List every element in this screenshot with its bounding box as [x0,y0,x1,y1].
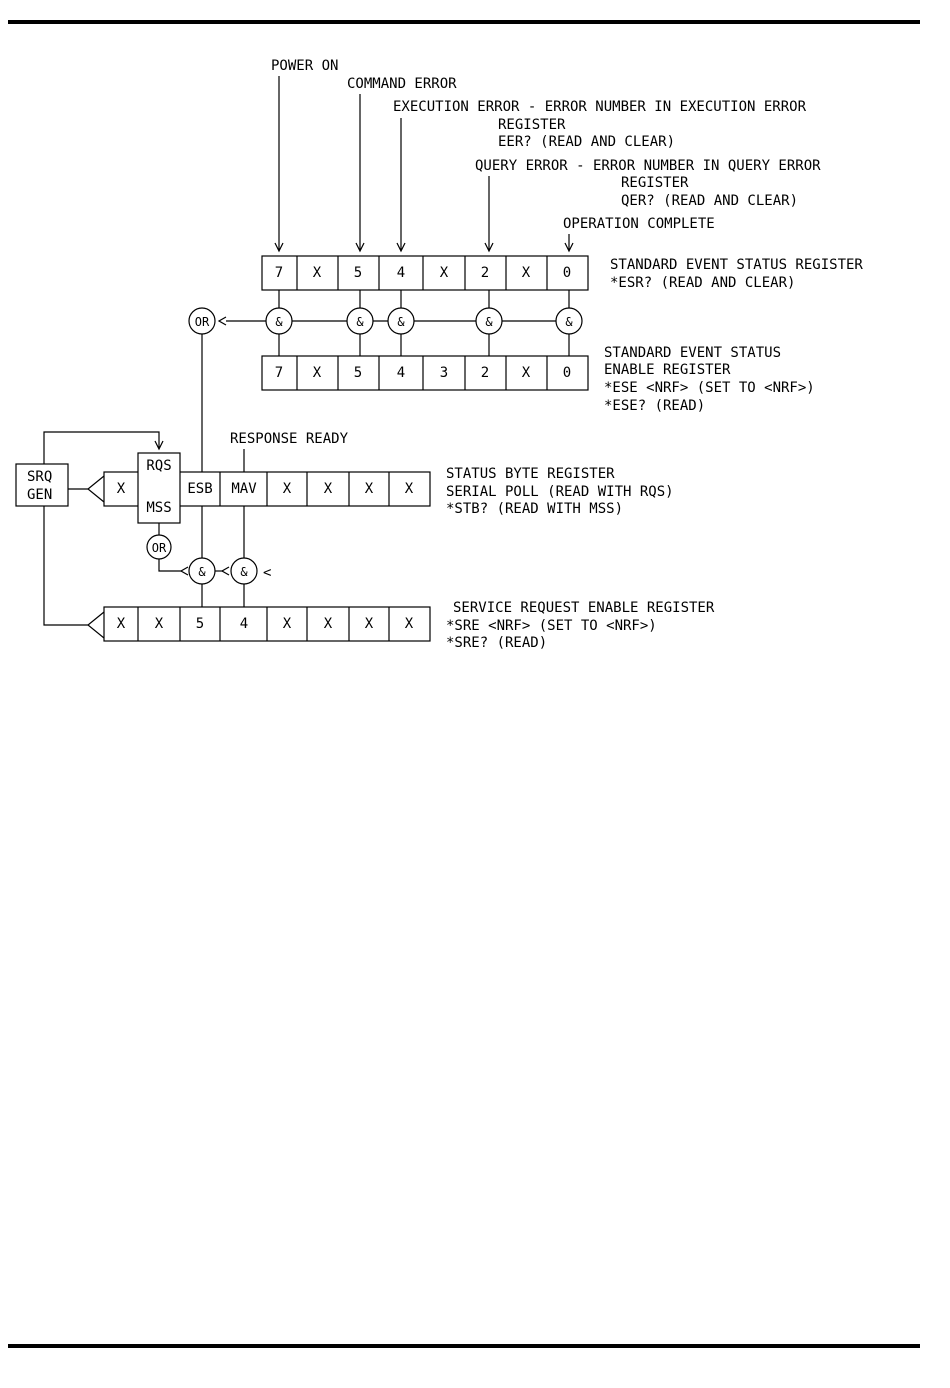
ese-bit-6: X [313,365,322,381]
sre-label-line-3: *SRE? (READ) [446,635,547,651]
sre-bit-1: X [365,616,374,632]
ese-label-line-2: ENABLE REGISTER [604,362,731,378]
esr-bit-7: 7 [275,265,283,281]
query-error-annotation: QUERY ERROR - ERROR NUMBER IN QUERY ERRO… [475,158,821,253]
execution-error-annotation: EXECUTION ERROR - ERROR NUMBER IN EXECUT… [393,99,807,253]
ese-bit-0: 0 [563,365,571,381]
ese-label-line-1: STANDARD EVENT STATUS [604,345,781,361]
esr-label-line-1: STANDARD EVENT STATUS REGISTER [610,257,863,273]
stb-bit-7: X [117,481,126,497]
chevron-left-icon [87,611,105,639]
esr-bit-1: X [522,265,531,281]
operation-complete-annotation: OPERATION COMPLETE [563,216,715,253]
and-gate-mav: & [240,565,248,579]
stb-mss: MSS [146,500,171,516]
stb-label-line-3: *STB? (READ WITH MSS) [446,501,623,517]
sre-bit-3: X [283,616,292,632]
ese-bit-1: X [522,365,531,381]
and-gate-bit-4: & [397,315,405,329]
response-ready-label: RESPONSE READY [230,431,349,447]
arrow-down-icon [564,242,574,253]
or-gate-label: OR [195,315,210,329]
ese-bit-3: 3 [440,365,448,381]
arrow-down-icon [154,440,164,451]
esb-or-gate: OR [188,307,216,472]
arrow-down-icon [274,242,284,253]
query-error-line-3: QER? (READ AND CLEAR) [621,193,798,209]
esr-bit-2: 2 [481,265,489,281]
stb-mav: MAV [231,481,257,497]
and-gate-esb: & [198,565,206,579]
query-error-line-2: REGISTER [621,175,689,191]
arrow-left-icon [217,316,227,326]
execution-error-line-2: REGISTER [498,117,566,133]
arrow-down-icon [396,242,406,253]
and-gate-bit-2: & [485,315,493,329]
esr-bit-0: 0 [563,265,571,281]
arrow-left-icon [179,566,189,576]
esr-ese-and-gates: & & & & & [217,290,583,356]
stb-sre-gates: OR & & < [146,506,271,607]
stb-bit-3: X [283,481,292,497]
sre-label-line-1: SERVICE REQUEST ENABLE REGISTER [453,600,715,616]
service-request-enable-register: X X 5 4 X X X X [103,606,431,642]
sre-to-srq-line [43,506,105,639]
arrow-down-icon [355,242,365,253]
and-gate-bit-0: & [565,315,573,329]
and-gate-bit-7: & [275,315,283,329]
standard-event-status-register: 7 X 5 4 X 2 X 0 [261,255,589,291]
ese-bit-5: 5 [354,365,362,381]
query-error-line-1: QUERY ERROR - ERROR NUMBER IN QUERY ERRO… [475,158,821,174]
and-gate-bit-5: & [356,315,364,329]
esr-bit-5: 5 [354,265,362,281]
sre-bit-2: X [324,616,333,632]
operation-complete-label: OPERATION COMPLETE [563,216,715,232]
stb-bit-2: X [324,481,333,497]
stb-bit-1: X [365,481,374,497]
chevron-extra: < [263,565,271,581]
sre-bit-0: X [405,616,414,632]
srq-gen-line-2: GEN [27,487,52,503]
command-error-annotation: COMMAND ERROR [347,76,457,253]
power-on-annotation: POWER ON [271,58,338,253]
stb-bit-0: X [405,481,414,497]
stb-label-line-1: STATUS BYTE REGISTER [446,466,615,482]
ese-label-line-3: *ESE <NRF> (SET TO <NRF>) [604,380,815,396]
stb-rqs: RQS [146,458,171,474]
stb-label-line-2: SERIAL POLL (READ WITH RQS) [446,484,674,500]
arrow-left-icon [220,566,230,576]
esr-bit-4: 4 [397,265,405,281]
sre-bit-6: X [155,616,164,632]
standard-event-status-enable-register: 7 X 5 4 3 2 X 0 [261,355,589,391]
ese-bit-7: 7 [275,365,283,381]
esr-bit-3: X [440,265,449,281]
sre-label-line-2: *SRE <NRF> (SET TO <NRF>) [446,618,657,634]
sre-bit-4: 4 [240,616,248,632]
status-byte-register: X RQS MSS ESB MAV X X X X [103,452,431,524]
chevron-left-icon [87,475,105,503]
sre-bit-5: 5 [196,616,204,632]
esr-label-line-2: *ESR? (READ AND CLEAR) [610,275,795,291]
execution-error-line-3: EER? (READ AND CLEAR) [498,134,675,150]
srq-feedback-line [43,431,164,464]
power-on-label: POWER ON [271,58,338,74]
arrow-down-icon [484,242,494,253]
stb-esb: ESB [187,481,212,497]
mss-or-gate: OR [152,541,167,555]
ese-label-line-4: *ESE? (READ) [604,398,705,414]
srq-generator: SRQ GEN [15,463,69,507]
sre-bit-7: X [117,616,126,632]
esr-bit-6: X [313,265,322,281]
srq-gen-line-1: SRQ [27,469,52,485]
command-error-label: COMMAND ERROR [347,76,457,92]
ese-bit-4: 4 [397,365,405,381]
ese-bit-2: 2 [481,365,489,381]
execution-error-line-1: EXECUTION ERROR - ERROR NUMBER IN EXECUT… [393,99,807,115]
